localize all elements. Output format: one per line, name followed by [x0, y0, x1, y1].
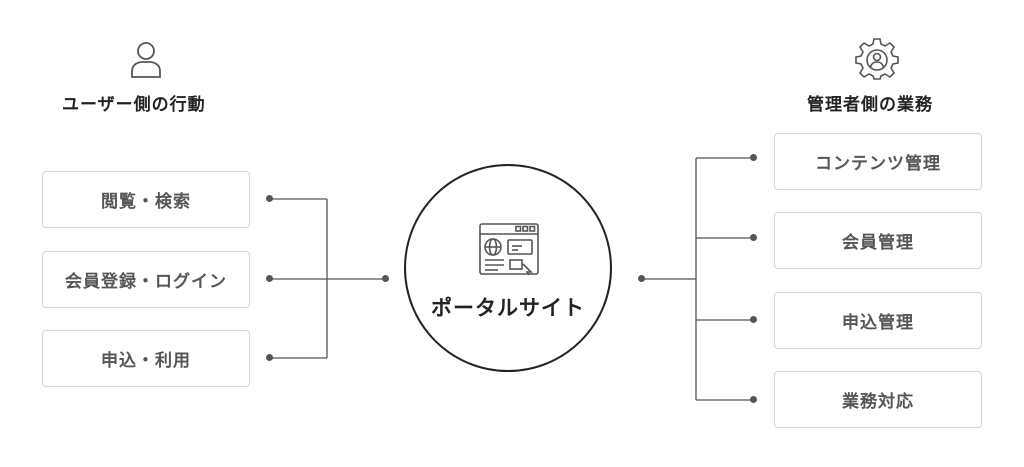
connector-dot	[750, 154, 757, 161]
user-action-box: 申込・利用	[42, 330, 250, 387]
connector-dot	[750, 316, 757, 323]
admin-task-box: 申込管理	[774, 292, 982, 349]
admin-side-heading: 管理者側の業務	[807, 95, 933, 115]
user-side-heading: ユーザー側の行動	[62, 95, 206, 115]
portal-site-label: ポータルサイト	[431, 296, 585, 320]
user-action-box: 閲覧・検索	[42, 171, 250, 228]
browser-window-icon	[479, 223, 539, 276]
admin-task-box: 会員管理	[774, 212, 982, 269]
user-action-box: 会員登録・ログイン	[42, 251, 250, 308]
connector-dot	[266, 195, 273, 202]
user-icon	[131, 42, 161, 78]
admin-task-box: コンテンツ管理	[774, 133, 982, 190]
connector-dot	[266, 354, 273, 361]
gear-user-icon	[855, 38, 899, 80]
connector-dot	[750, 234, 757, 241]
portal-site-circle: ポータルサイト	[404, 164, 612, 372]
connector-dot	[638, 275, 645, 282]
connector-dot	[266, 275, 273, 282]
admin-task-box: 業務対応	[774, 371, 982, 428]
connector-dot	[750, 396, 757, 403]
connector-dot	[382, 275, 389, 282]
